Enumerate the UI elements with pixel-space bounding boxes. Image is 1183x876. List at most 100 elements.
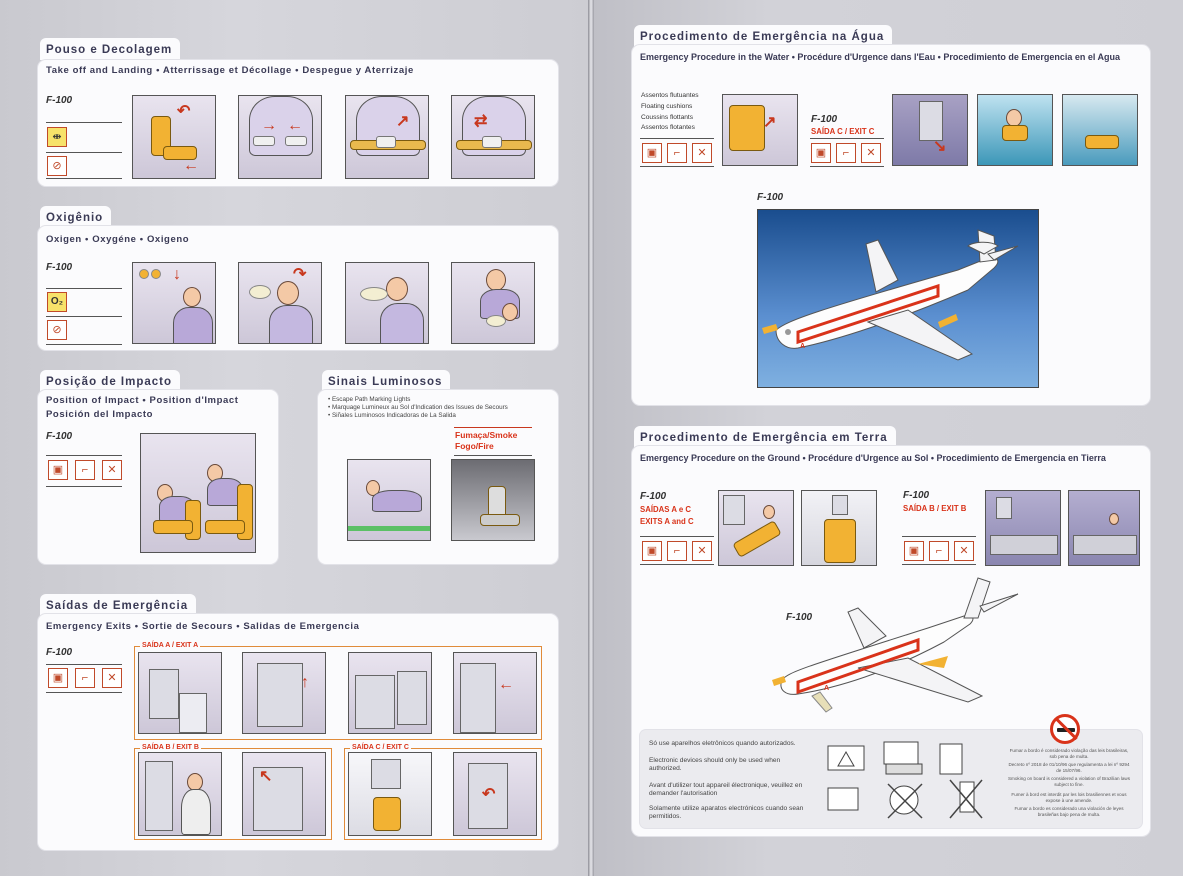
brace-position-illustration	[140, 433, 256, 553]
no-high-heels-icon: ⌐	[836, 143, 856, 163]
takeoff-title: Pouso e Decolagem	[40, 38, 181, 60]
exit-c-step-1-illustration	[348, 752, 432, 836]
seatbelt-sign-icon: ⇼	[47, 127, 67, 147]
seat-upright-illustration: ↶ ←	[132, 95, 216, 179]
smoke-cabin-illustration	[451, 459, 535, 541]
exit-a-frame	[134, 646, 542, 740]
smoking-law-en: Smoking on board is considered a violati…	[1007, 776, 1131, 787]
exit-b-frame	[134, 748, 332, 840]
no-high-heels-icon: ⌐	[75, 668, 95, 688]
electronic-devices-illustration	[822, 738, 990, 824]
wing-jump-illustration	[1068, 490, 1140, 566]
electronics-text-es: Solamente utilize aparatos electrónicos …	[649, 805, 804, 820]
cushion-label: Floating cushions	[641, 102, 693, 110]
ground-model-2: F-100	[903, 490, 930, 501]
exit-a-step-1-illustration	[138, 652, 222, 734]
electronics-text-pt: Só use aparelhos eletrônicos quando auto…	[649, 740, 796, 747]
exit-a-step-4-illustration: ←	[453, 652, 537, 734]
electronics-text-fr: Avant d'utilizer tout appareil électroni…	[649, 782, 803, 797]
exit-a-label: SAÍDA A / EXIT A	[140, 642, 201, 649]
oxygen-model: F-100	[46, 262, 73, 273]
slide-exit-a-illustration	[718, 490, 794, 566]
no-sharp-objects-icon: ✕	[954, 541, 974, 561]
seat-cushion-illustration: ↗	[722, 94, 798, 166]
no-sharp-objects-icon: ✕	[861, 143, 881, 163]
no-smoking-icon: ⊘	[47, 156, 67, 176]
assist-child-mask-illustration	[451, 262, 535, 344]
fire-label: Fogo/Fire	[455, 441, 494, 451]
place-mask-illustration: ↷	[238, 262, 322, 344]
svg-text:A: A	[800, 343, 805, 350]
cushion-label: Assentos flutuantes	[641, 92, 699, 99]
exits-model: F-100	[46, 647, 73, 658]
baggage-stow-icon: ▣	[811, 143, 831, 163]
slide-exit-c-illustration	[801, 490, 877, 566]
baggage-stow-icon: ▣	[642, 143, 662, 163]
no-sharp-objects-icon: ✕	[102, 668, 122, 688]
overwing-exit-illustration	[985, 490, 1061, 566]
takeoff-subtitle: Take off and Landing • Atterrissage et D…	[46, 65, 414, 76]
baggage-stow-icon: ▣	[642, 541, 662, 561]
exit-b-step-1-illustration	[138, 752, 222, 836]
ground-exit-b-label: SAÍDA B / EXIT B	[903, 504, 967, 513]
tighten-belt-illustration: ↗	[345, 95, 429, 179]
ground-model-1: F-100	[640, 491, 667, 502]
lights-item: • Siñales Luminosos Indicadoras de La Sa…	[328, 412, 456, 419]
fasten-belt-illustration: → ←	[238, 95, 322, 179]
exits-title: Saídas de Emergência	[40, 594, 197, 616]
exits-ac-label-en: EXITS A and C	[640, 517, 694, 526]
impact-subtitle-2: Posición del Impacto	[46, 409, 154, 420]
binding-fold	[588, 0, 594, 876]
no-smoking-icon: ⊘	[47, 320, 67, 340]
no-sharp-objects-icon: ✕	[102, 460, 122, 480]
lights-item: • Escape Path Marking Lights	[328, 396, 411, 403]
life-raft-illustration	[1062, 94, 1138, 166]
exit-a-step-2-illustration: ↑	[242, 652, 326, 734]
electronics-text-en: Electronic devices should only be used w…	[649, 757, 781, 772]
smoking-law-fr: Fumer à bord est interdit par les lois b…	[1011, 792, 1127, 803]
cushion-label: Assentos flotantes	[641, 124, 695, 132]
no-high-heels-icon: ⌐	[667, 541, 687, 561]
water-diagram-model: F-100	[757, 192, 784, 203]
water-exit-diagram: A	[757, 209, 1039, 388]
lights-item: • Marquage Lumineux au Sol d'Indication …	[328, 404, 508, 411]
water-exit-c-label: SAÍDA C / EXIT C	[811, 127, 875, 136]
no-high-heels-icon: ⌐	[75, 460, 95, 480]
exit-b-step-2-illustration: ↖	[242, 752, 326, 836]
ground-exit-diagram: A	[768, 572, 1040, 720]
lights-list: • Escape Path Marking Lights • Marquage …	[328, 396, 508, 420]
oxygen-subtitle: Oxigen • Oxygéne • Oxigeno	[46, 234, 190, 245]
svg-text:A: A	[824, 685, 829, 692]
exit-c-step-2-illustration: ↶	[453, 752, 537, 836]
water-exit-door-illustration: ↘	[892, 94, 968, 166]
exit-a-step-3-illustration	[348, 652, 432, 734]
exits-subtitle: Emergency Exits • Sortie de Secours • Sa…	[46, 621, 360, 632]
crawl-floor-lights-illustration	[347, 459, 431, 541]
smoke-label: Fumaça/Smoke	[455, 430, 518, 440]
oxygen-sign-icon: O₂	[47, 292, 67, 312]
no-high-heels-icon: ⌐	[667, 143, 687, 163]
release-belt-illustration: ⇄	[451, 95, 535, 179]
breathe-mask-illustration	[345, 262, 429, 344]
baggage-stow-icon: ▣	[48, 460, 68, 480]
floating-cushions-list: Assentos flutuantes Floating cushions Co…	[641, 91, 699, 134]
pull-mask-illustration: ↓	[132, 262, 216, 344]
takeoff-model: F-100	[46, 95, 73, 106]
floating-with-cushion-illustration	[977, 94, 1053, 166]
water-model: F-100	[811, 114, 838, 125]
exit-b-label: SAÍDA B / EXIT B	[140, 744, 201, 751]
baggage-stow-icon: ▣	[904, 541, 924, 561]
lights-title: Sinais Luminosos	[322, 370, 451, 392]
no-high-heels-icon: ⌐	[929, 541, 949, 561]
ground-diagram-model: F-100	[786, 612, 813, 623]
ground-title: Procedimento de Emergência em Terra	[634, 426, 896, 448]
smoking-law-pt: Fumar a bordo é considerado violação das…	[1009, 748, 1129, 759]
exit-c-label: SAÍDA C / EXIT C	[350, 744, 411, 751]
impact-title: Posição de Impacto	[40, 370, 181, 392]
ground-subtitle: Emergency Procedure on the Ground • Proc…	[640, 453, 1106, 463]
exits-ac-label-pt: SAÍDAS A e C	[640, 505, 691, 514]
water-subtitle: Emergency Procedure in the Water • Procé…	[640, 52, 1121, 62]
impact-model: F-100	[46, 431, 73, 442]
no-sharp-objects-icon: ✕	[692, 541, 712, 561]
no-smoking-sign-icon	[1050, 714, 1080, 744]
